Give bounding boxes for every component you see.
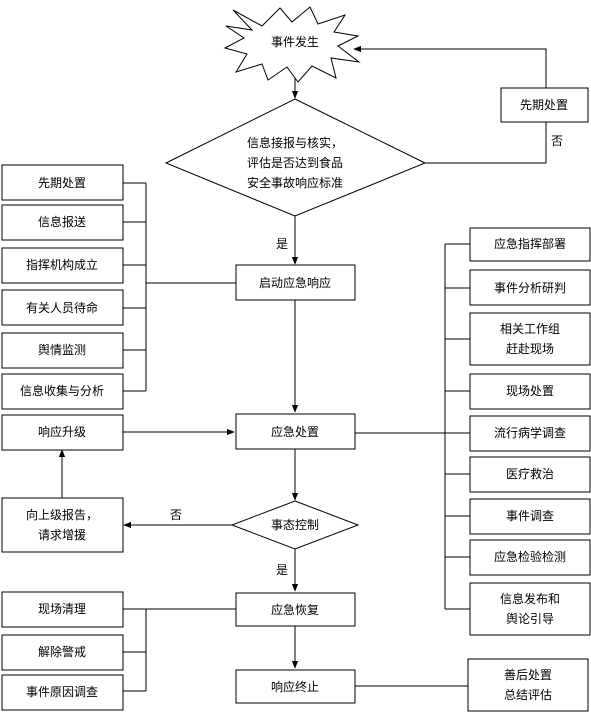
left-initial-label-0: 先期处置 <box>38 176 86 190</box>
report-up-box <box>1 497 124 553</box>
decision2-diamond <box>230 500 360 550</box>
yes1-label: 是 <box>276 237 288 251</box>
aftermath-box <box>467 658 589 712</box>
right-handling-box-1 <box>469 269 591 306</box>
right-handling-label-6: 事件调查 <box>506 509 554 523</box>
left-initial-box-3 <box>1 289 124 326</box>
left-recovery-box-2 <box>1 674 124 711</box>
prelim-right-label: 先期处置 <box>520 98 568 112</box>
decision1-diamond <box>164 98 427 217</box>
right-handling-label-8: 信息发布和舆论引导 <box>500 591 560 626</box>
left-initial-label-1: 信息报送 <box>38 214 86 229</box>
upgrade-label: 响应升级 <box>38 424 86 439</box>
right-handling-label-2: 相关工作组赶赴现场 <box>500 322 560 356</box>
left-recovery-label-0: 现场清理 <box>38 602 86 616</box>
right-handling-box-5 <box>469 456 591 493</box>
right-handling-label-4: 流行病学调查 <box>494 425 566 440</box>
left-initial-label-4: 舆情监测 <box>38 342 86 357</box>
terminate-label: 响应终止 <box>271 679 319 694</box>
right-handling-label-1: 事件分析研判 <box>494 281 566 295</box>
yes2-label: 是 <box>276 563 288 577</box>
no1-label: 否 <box>551 134 563 148</box>
no2-label: 否 <box>170 508 182 522</box>
right-handling-label-3: 现场处置 <box>506 384 554 398</box>
edge-decision1-no-to-prelim <box>425 122 547 164</box>
start-label: 事件发生 <box>271 34 319 49</box>
right-handling-box-4 <box>469 415 591 452</box>
report-up-label: 向上级报告，请求增援 <box>26 507 98 542</box>
terminate-box <box>235 669 356 704</box>
left-initial-box-1 <box>1 204 124 241</box>
right-handling-box-8 <box>469 582 591 636</box>
edge-prelim-to-start <box>353 45 547 88</box>
launch-box <box>235 264 356 301</box>
start-burst-shape <box>223 6 361 83</box>
right-handling-box-7 <box>469 539 591 576</box>
left-initial-box-2 <box>1 247 124 284</box>
recovery-box <box>235 592 356 627</box>
left-initial-label-5: 信息收集与分析 <box>20 383 104 398</box>
left-recovery-label-2: 事件原因调查 <box>26 685 98 699</box>
left-recovery-label-1: 解除警戒 <box>38 644 86 659</box>
right-handling-box-6 <box>469 498 591 535</box>
upgrade-box <box>1 414 124 451</box>
connectors <box>58 45 547 692</box>
aftermath-label: 善后处置总结评估 <box>504 667 552 702</box>
right-handling-label-0: 应急指挥部署 <box>494 236 566 251</box>
handling-label: 应急处置 <box>271 424 319 439</box>
launch-label: 启动应急响应 <box>259 275 331 290</box>
handling-box <box>235 413 356 450</box>
left-initial-label-3: 有关人员待命 <box>26 300 98 315</box>
left-initial-box-5 <box>1 373 124 410</box>
left-initial-box-4 <box>1 332 124 369</box>
right-handling-label-7: 应急检验检测 <box>494 549 566 564</box>
decision1-label: 信息接报与核实，评估是否达到食品安全事故响应标准 <box>247 135 343 190</box>
prelim-right-box <box>500 87 589 123</box>
right-handling-label-5: 医疗救治 <box>506 466 554 481</box>
left-recovery-box-0 <box>1 591 124 628</box>
right-handling-box-2 <box>469 312 591 366</box>
decision2-label: 事态控制 <box>271 518 319 532</box>
recovery-label: 应急恢复 <box>271 602 319 617</box>
right-handling-box-3 <box>469 373 591 410</box>
left-initial-label-2: 指挥机构成立 <box>26 257 98 272</box>
right-handling-box-0 <box>469 227 591 262</box>
left-initial-box-0 <box>1 164 124 201</box>
left-recovery-box-1 <box>1 634 124 671</box>
